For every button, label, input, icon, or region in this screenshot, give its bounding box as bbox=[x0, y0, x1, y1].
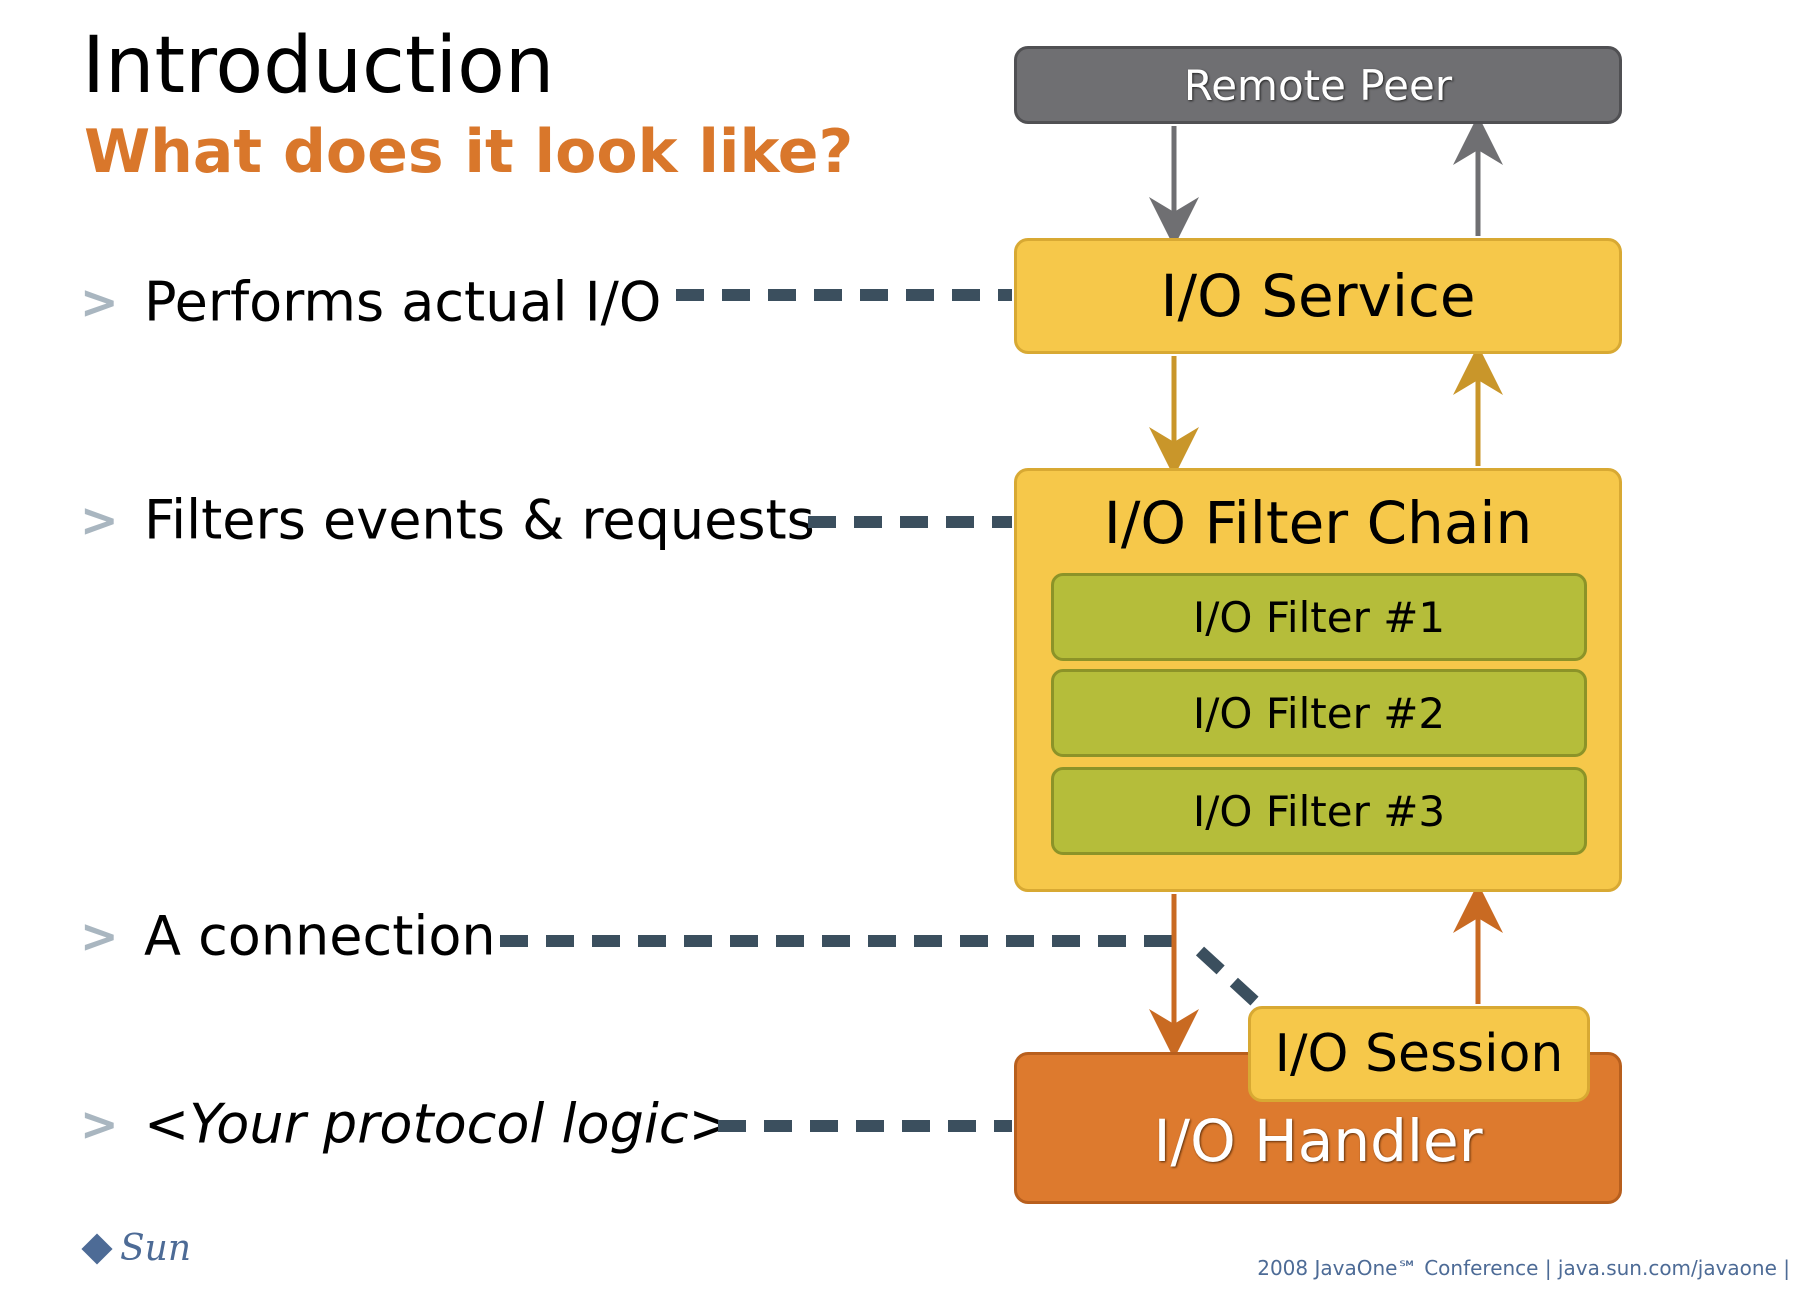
bullet-marker-icon: > bbox=[80, 493, 119, 548]
io-session-box: I/O Session bbox=[1248, 1006, 1590, 1102]
bullet-performs-io: >Performs actual I/O bbox=[80, 272, 661, 329]
sun-logo: Sun bbox=[81, 1228, 192, 1269]
bullet-text: Filters events & requests bbox=[144, 488, 815, 552]
bullet-filters: >Filters events & requests bbox=[80, 490, 815, 547]
bullet-protocol-logic: ><Your protocol logic> bbox=[80, 1094, 734, 1151]
slide-subtitle: What does it look like? bbox=[84, 117, 854, 187]
io-filter-2: I/O Filter #2 bbox=[1051, 669, 1587, 757]
io-service-box: I/O Service bbox=[1014, 238, 1622, 354]
bullet-marker-icon: > bbox=[80, 275, 119, 330]
dash-connection-d bbox=[1195, 946, 1267, 1013]
sun-diamond-icon bbox=[81, 1232, 113, 1265]
bullet-text: <Your protocol logic> bbox=[144, 1092, 734, 1156]
remote-peer-box: Remote Peer bbox=[1014, 46, 1622, 124]
io-filter-1: I/O Filter #1 bbox=[1051, 573, 1587, 661]
sun-logo-text: Sun bbox=[120, 1228, 192, 1269]
slide-title: Introduction bbox=[82, 21, 555, 111]
bullet-text: Performs actual I/O bbox=[144, 270, 662, 334]
io-filter-3: I/O Filter #3 bbox=[1051, 767, 1587, 855]
bullet-connection: >A connection bbox=[80, 906, 496, 963]
bullet-marker-icon: > bbox=[80, 909, 119, 964]
bullet-marker-icon: > bbox=[80, 1097, 119, 1152]
footer-conference-text: 2008 JavaOne℠ Conference | java.sun.com/… bbox=[1257, 1256, 1790, 1280]
io-filter-chain-box: I/O Filter Chain I/O Filter #1 I/O Filte… bbox=[1014, 468, 1622, 892]
bullet-text: A connection bbox=[144, 904, 496, 968]
filter-chain-label: I/O Filter Chain bbox=[1103, 489, 1533, 557]
